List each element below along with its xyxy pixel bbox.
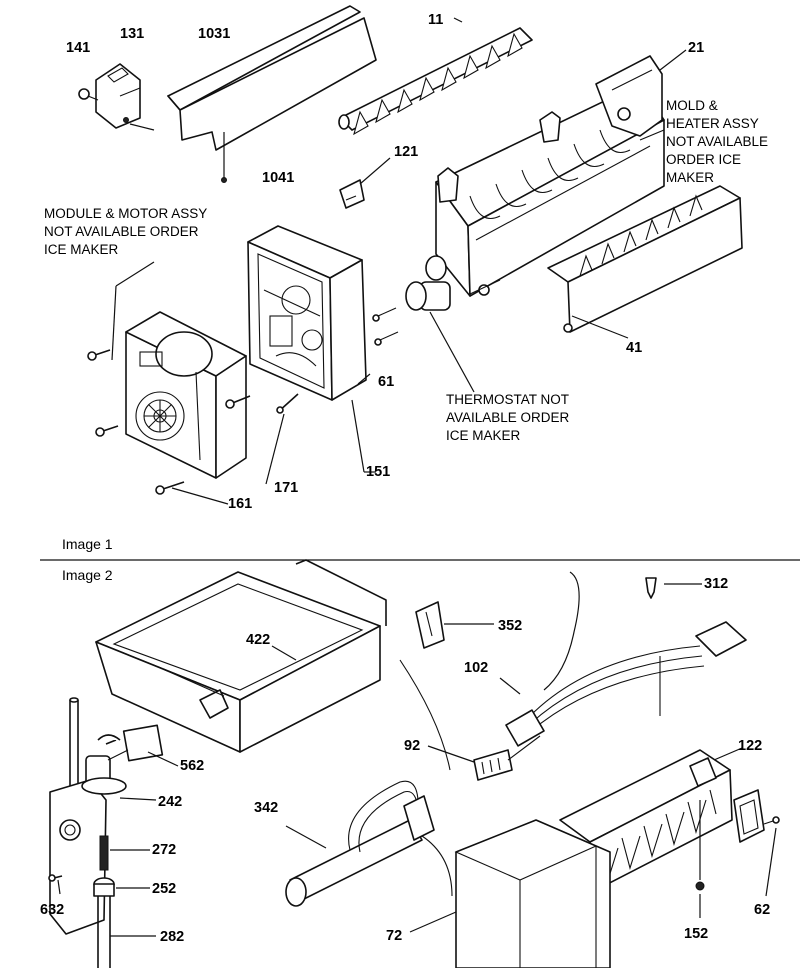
mounting-screws (87, 349, 299, 505)
callout-171: 171 (274, 480, 298, 496)
callout-242: 242 (158, 794, 182, 810)
section-label-image-2: Image 2 (62, 567, 113, 583)
cover-62 (733, 789, 780, 897)
callout-21: 21 (688, 40, 704, 56)
callout-352: 352 (498, 618, 522, 634)
screw-152 (695, 800, 705, 918)
thermostat (405, 255, 501, 393)
bracket-131 (95, 63, 155, 131)
callout-422: 422 (246, 632, 270, 648)
callout-272: 272 (152, 842, 176, 858)
callout-61: 61 (378, 374, 394, 390)
callout-252: 252 (152, 881, 176, 897)
fill-tube-clip-312 (645, 577, 702, 599)
wire-harness-102 (399, 571, 747, 781)
callout-11: 11 (428, 12, 443, 28)
callout-161: 161 (228, 496, 252, 512)
water-valve-assembly (48, 697, 179, 968)
cover-21 (595, 49, 687, 137)
module-motor-assembly (111, 261, 247, 479)
callout-121: 121 (394, 144, 418, 160)
note-module-motor: MODULE & MOTOR ASSY NOT AVAILABLE ORDER … (44, 206, 211, 257)
callout-312: 312 (704, 576, 728, 592)
callout-1041: 1041 (262, 170, 294, 186)
callout-62: 62 (754, 902, 770, 918)
callout-282: 282 (160, 929, 184, 945)
callout-102: 102 (464, 660, 488, 676)
note-thermostat: THERMOSTAT NOT AVAILABLE ORDER ICE MAKER (446, 392, 573, 443)
ice-maker-122 (559, 747, 743, 893)
callout-632: 632 (40, 902, 64, 918)
shield-1031 (167, 5, 377, 183)
screw-141 (78, 88, 99, 101)
callout-342: 342 (254, 800, 278, 816)
callout-92: 92 (404, 738, 420, 754)
screws-61 (357, 307, 399, 385)
callout-141: 141 (66, 40, 90, 56)
callout-151: 151 (366, 464, 390, 480)
section-label-image-1: Image 1 (62, 536, 113, 552)
callout-41: 41 (626, 340, 642, 356)
callout-1031: 1031 (198, 26, 230, 42)
housing-151 (247, 225, 376, 473)
front-cover-72 (409, 819, 611, 968)
callout-152: 152 (684, 926, 708, 942)
support-41 (547, 185, 743, 339)
callout-562: 562 (180, 758, 204, 774)
clip-352 (415, 601, 494, 649)
clip-121 (339, 157, 391, 209)
callout-131: 131 (120, 26, 144, 42)
ice-bucket-422 (95, 559, 387, 753)
callout-72: 72 (386, 928, 402, 944)
fill-cup-342 (285, 780, 453, 907)
callout-122: 122 (738, 738, 762, 754)
note-mold-heater: MOLD & HEATER ASSY NOT AVAILABLE ORDER I… (666, 98, 772, 185)
ejector-11 (338, 17, 533, 136)
